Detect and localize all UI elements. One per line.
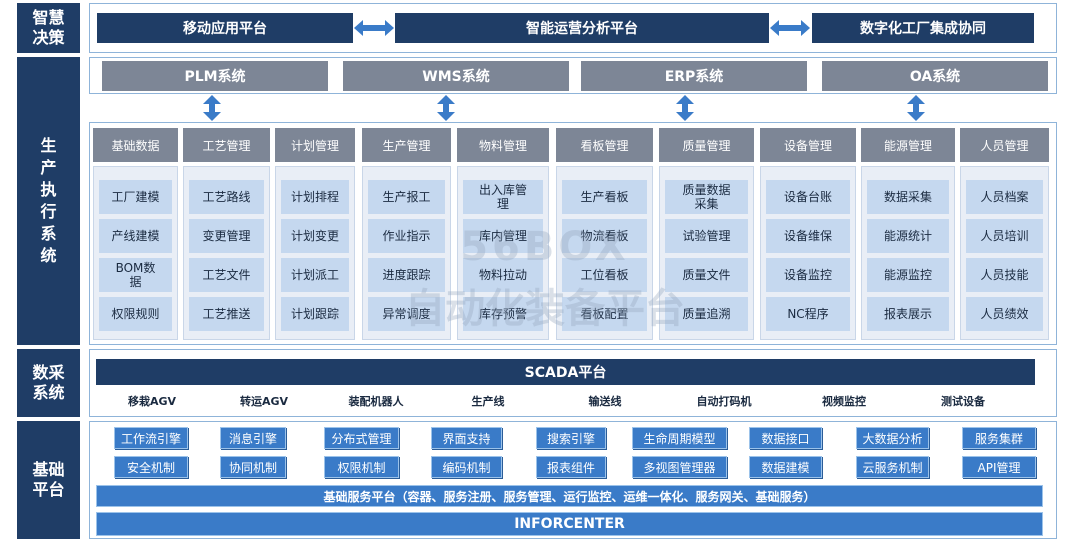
foundation-service-chip: 搜索引擎 xyxy=(536,427,606,449)
foundation-service-chip: 云服务机制 xyxy=(856,456,929,478)
scada-platform-bar: SCADA平台 xyxy=(96,359,1035,385)
module-item: 人员技能 xyxy=(966,258,1043,292)
module-item: 工艺文件 xyxy=(189,258,264,292)
system-wms: WMS系统 xyxy=(343,61,569,91)
module-header: 看板管理 xyxy=(556,128,653,162)
module-item: 质量文件 xyxy=(665,258,748,292)
double-arrow-icon xyxy=(770,20,810,36)
scada-device-label: 装配机器人 xyxy=(348,395,404,408)
layer-label-decision: 智慧决策 xyxy=(17,3,80,53)
module-item: 看板配置 xyxy=(562,297,647,331)
foundation-service-chip: 数据建模 xyxy=(749,456,822,478)
system-oa: OA系统 xyxy=(822,61,1048,91)
layer-label-collection: 数采系统 xyxy=(17,349,80,417)
module-item: 产线建模 xyxy=(99,219,172,253)
module-item: 物料拉动 xyxy=(463,258,543,292)
module-header: 生产管理 xyxy=(362,128,451,162)
foundation-service-chip: 权限机制 xyxy=(324,456,399,478)
module-item: 质量追溯 xyxy=(665,297,748,331)
foundation-service-chip: 消息引擎 xyxy=(220,427,286,449)
decision-platform-mobile: 移动应用平台 xyxy=(97,13,353,43)
scada-device-label: 测试设备 xyxy=(941,395,985,408)
foundation-service-chip: 编码机制 xyxy=(431,456,502,478)
module-item: 人员培训 xyxy=(966,219,1043,253)
foundation-service-chip: 生命周期模型 xyxy=(632,427,727,449)
scada-device-label: 自动打码机 xyxy=(696,395,752,408)
inforcenter-bar: INFORCENTER xyxy=(96,512,1043,536)
module-item: BOM数据 xyxy=(99,258,172,292)
module-item: 工艺推送 xyxy=(189,297,264,331)
module-item: 变更管理 xyxy=(189,219,264,253)
module-header: 基础数据 xyxy=(93,128,178,162)
module-item: 工厂建模 xyxy=(99,180,172,214)
scada-device-label: 视频监控 xyxy=(822,395,866,408)
scada-device-label: 生产线 xyxy=(471,395,505,408)
foundation-service-chip: 数据接口 xyxy=(749,427,822,449)
vertical-double-arrow-icon xyxy=(437,95,455,121)
module-item: 计划派工 xyxy=(281,258,349,292)
module-item: 能源统计 xyxy=(867,219,949,253)
module-header: 人员管理 xyxy=(960,128,1049,162)
module-item: 设备监控 xyxy=(766,258,850,292)
foundation-service-chip: 协同机制 xyxy=(220,456,286,478)
module-header: 计划管理 xyxy=(275,128,355,162)
double-arrow-icon xyxy=(354,20,394,36)
module-header: 物料管理 xyxy=(457,128,549,162)
module-item: 出入库管理 xyxy=(463,180,543,214)
layer-label-production: 生产执行系统 xyxy=(17,57,80,345)
module-item: 进度跟踪 xyxy=(368,258,445,292)
module-item: 生产报工 xyxy=(368,180,445,214)
module-item: 试验管理 xyxy=(665,219,748,253)
module-item: 工位看板 xyxy=(562,258,647,292)
foundation-service-chip: 工作流引擎 xyxy=(114,427,188,449)
foundation-service-chip: 大数据分析 xyxy=(856,427,929,449)
module-item: NC程序 xyxy=(766,297,850,331)
module-item: 设备台账 xyxy=(766,180,850,214)
module-item: 异常调度 xyxy=(368,297,445,331)
module-item: 能源监控 xyxy=(867,258,949,292)
decision-platform-analysis: 智能运营分析平台 xyxy=(395,13,769,43)
module-item: 数据采集 xyxy=(867,180,949,214)
module-item: 工艺路线 xyxy=(189,180,264,214)
scada-device-label: 转运AGV xyxy=(239,395,289,408)
system-plm: PLM系统 xyxy=(102,61,328,91)
vertical-double-arrow-icon xyxy=(907,95,925,121)
module-item: 设备维保 xyxy=(766,219,850,253)
system-erp: ERP系统 xyxy=(581,61,807,91)
layer-label-foundation: 基础平台 xyxy=(17,421,80,539)
foundation-service-chip: 报表组件 xyxy=(536,456,606,478)
module-item: 库存预警 xyxy=(463,297,543,331)
module-item: 人员绩效 xyxy=(966,297,1043,331)
module-item: 作业指示 xyxy=(368,219,445,253)
scada-device-label: 移栽AGV xyxy=(127,395,177,408)
module-item: 计划变更 xyxy=(281,219,349,253)
module-item: 库内管理 xyxy=(463,219,543,253)
vertical-double-arrow-icon xyxy=(676,95,694,121)
service-platform-bar: 基础服务平台（容器、服务注册、服务管理、运行监控、运维一体化、服务网关、基础服务… xyxy=(96,485,1043,507)
foundation-service-chip: 多视图管理器 xyxy=(632,456,727,478)
module-header: 设备管理 xyxy=(760,128,856,162)
decision-platform-integration: 数字化工厂集成协同 xyxy=(812,13,1034,43)
module-item: 报表展示 xyxy=(867,297,949,331)
module-item: 计划排程 xyxy=(281,180,349,214)
module-item: 计划跟踪 xyxy=(281,297,349,331)
scada-device-label: 输送线 xyxy=(588,395,622,408)
module-header: 工艺管理 xyxy=(183,128,270,162)
foundation-service-chip: 服务集群 xyxy=(962,427,1036,449)
module-item: 人员档案 xyxy=(966,180,1043,214)
module-header: 质量管理 xyxy=(659,128,754,162)
foundation-service-chip: 安全机制 xyxy=(114,456,188,478)
foundation-service-chip: 界面支持 xyxy=(431,427,502,449)
module-header: 能源管理 xyxy=(861,128,955,162)
module-item: 生产看板 xyxy=(562,180,647,214)
foundation-service-chip: API管理 xyxy=(962,456,1036,478)
module-item: 权限规则 xyxy=(99,297,172,331)
foundation-service-chip: 分布式管理 xyxy=(324,427,399,449)
vertical-double-arrow-icon xyxy=(203,95,221,121)
module-item: 质量数据采集 xyxy=(665,180,748,214)
module-item: 物流看板 xyxy=(562,219,647,253)
